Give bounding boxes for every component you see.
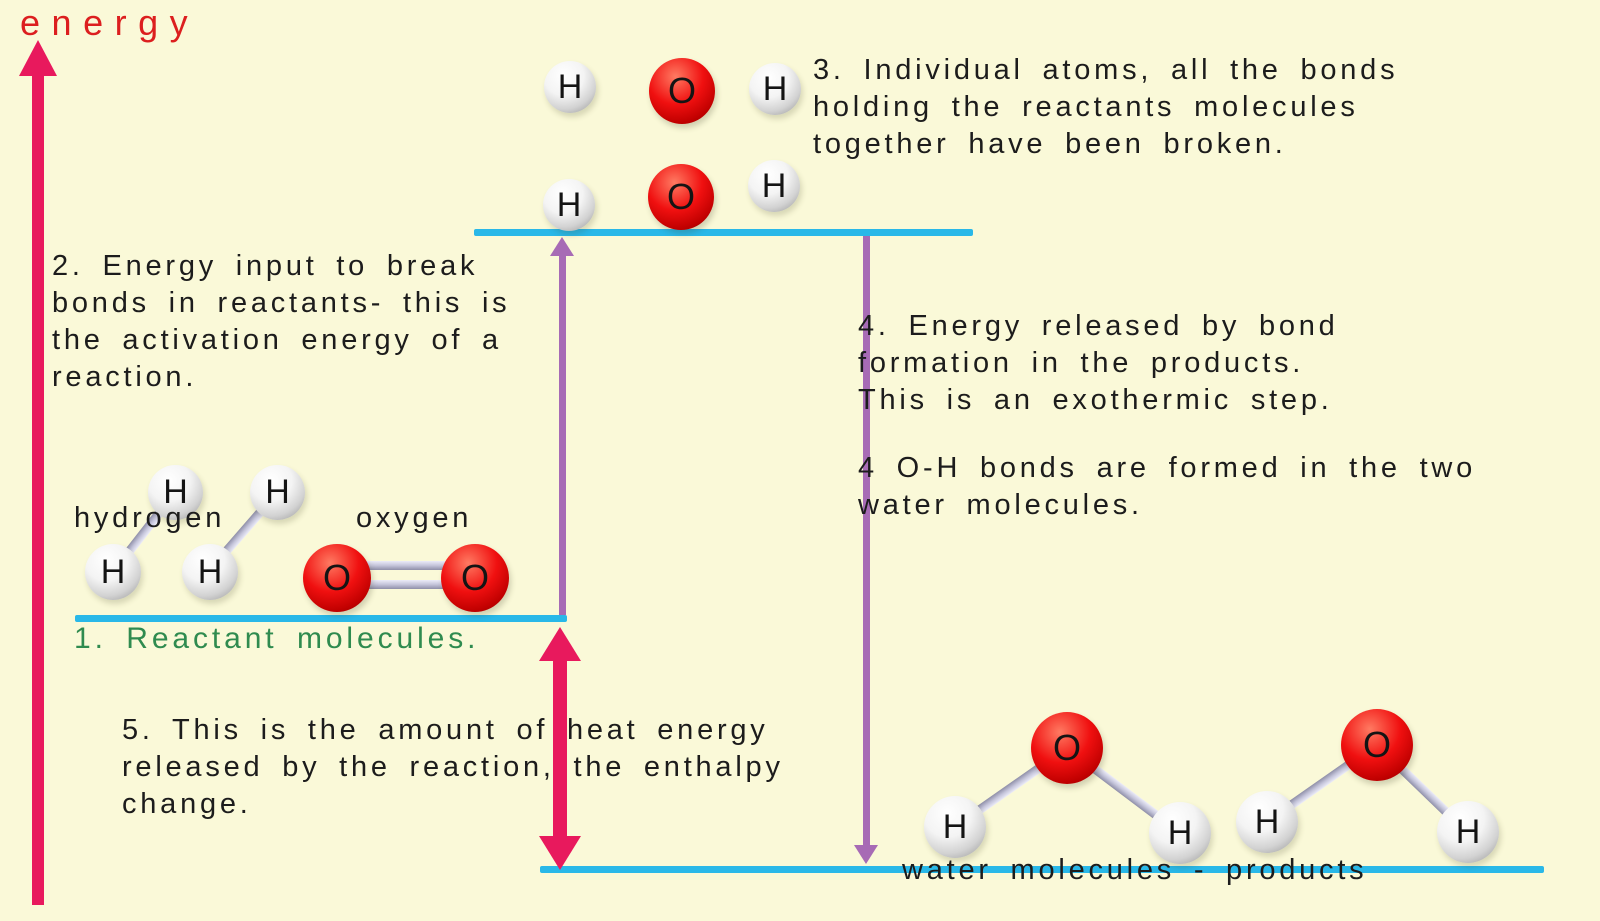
hydrogen-label: hydrogen — [74, 502, 226, 534]
atom-symbol: H — [1455, 812, 1481, 851]
annotation-line: holding the reactants molecules — [813, 91, 1359, 123]
atom-symbol: H — [197, 552, 223, 591]
oxygen-atom: O — [1341, 709, 1413, 781]
atom-symbol: O — [460, 557, 489, 598]
annotation-line: 2. Energy input to break — [52, 250, 479, 282]
atom-symbol: H — [556, 185, 582, 224]
products-label: water molecules - products — [902, 854, 1368, 886]
atom-symbol: O — [666, 176, 695, 217]
hydrogen-atom: H — [1149, 802, 1211, 864]
o-o-double-bond-upper — [360, 561, 455, 570]
annotation-line: change. — [122, 788, 252, 820]
release-arrowhead-icon — [854, 845, 878, 864]
hydrogen-atom: H — [749, 63, 801, 115]
annotation-step-4b: 4 O-H bonds are formed in the two water … — [858, 450, 1476, 524]
annotation-line: reaction. — [52, 361, 198, 393]
annotation-step-5: 5. This is the amount of heat energy rel… — [122, 712, 784, 823]
annotation-line: released by the reaction, the enthalpy — [122, 751, 784, 783]
hydrogen-atom: H — [182, 544, 238, 600]
activation-arrowhead-icon — [550, 237, 574, 256]
hydrogen-atom: H — [148, 465, 203, 520]
atom-symbol: O — [1362, 724, 1391, 765]
hydrogen-atom: H — [924, 796, 986, 858]
products-energy-level-line — [540, 866, 1544, 873]
atom-symbol: H — [557, 67, 583, 106]
atom-symbol: H — [761, 166, 787, 205]
atom-symbol: O — [1052, 727, 1081, 768]
annotation-step-2: 2. Energy input to break bonds in reacta… — [52, 248, 510, 396]
annotation-line: This is an exothermic step. — [858, 384, 1333, 416]
oxygen-atom: O — [1031, 712, 1103, 784]
release-arrow-shaft — [863, 236, 870, 847]
annotation-line: water molecules. — [858, 489, 1143, 521]
enthalpy-arrowhead-up-icon — [539, 627, 581, 661]
atom-symbol: H — [1167, 813, 1193, 852]
oxygen-atom: O — [649, 58, 715, 124]
atoms-energy-level-line — [474, 229, 973, 236]
atom-symbol: H — [1254, 802, 1280, 841]
atom-symbol: O — [322, 557, 351, 598]
hydrogen-atom: H — [1236, 791, 1298, 853]
annotation-line: 3. Individual atoms, all the bonds — [813, 54, 1399, 86]
annotation-step-3: 3. Individual atoms, all the bonds holdi… — [813, 52, 1398, 163]
hydrogen-atom: H — [544, 61, 596, 113]
energy-axis-arrowhead-icon — [19, 40, 57, 76]
oxygen-atom: O — [648, 164, 714, 230]
energy-axis-label: energy — [20, 2, 200, 43]
atom-symbol: H — [100, 552, 126, 591]
enthalpy-arrowhead-down-icon — [539, 836, 581, 870]
annotation-line: formation in the products. — [858, 347, 1305, 379]
oxygen-atom: O — [441, 544, 509, 612]
atom-symbol: O — [667, 70, 696, 111]
atom-symbol: H — [942, 807, 968, 846]
activation-arrow-shaft — [559, 253, 566, 615]
annotation-line: together have been broken. — [813, 128, 1287, 160]
reactants-label: 1. Reactant molecules. — [74, 622, 480, 655]
atom-symbol: H — [163, 473, 188, 511]
oxygen-atom: O — [303, 544, 371, 612]
enthalpy-arrow-shaft — [553, 658, 567, 838]
annotation-line: 5. This is the amount of heat energy — [122, 714, 769, 746]
atom-symbol: H — [265, 473, 290, 511]
annotation-line: 4. Energy released by bond — [858, 310, 1339, 342]
annotation-line: bonds in reactants- this is — [52, 287, 511, 319]
atom-symbol: H — [762, 69, 788, 108]
hydrogen-atom: H — [748, 160, 800, 212]
hydrogen-atom: H — [85, 544, 141, 600]
hydrogen-atom: H — [250, 465, 305, 520]
annotation-step-4: 4. Energy released by bond formation in … — [858, 308, 1339, 419]
annotation-line: the activation energy of a — [52, 324, 502, 356]
hydrogen-atom: H — [1437, 801, 1499, 863]
reactants-energy-level-line — [75, 615, 567, 622]
energy-axis-shaft — [32, 72, 44, 905]
oxygen-label: oxygen — [356, 502, 473, 534]
o-o-double-bond-lower — [360, 580, 455, 589]
annotation-line: 4 O-H bonds are formed in the two — [858, 452, 1477, 484]
hydrogen-atom: H — [543, 179, 595, 231]
